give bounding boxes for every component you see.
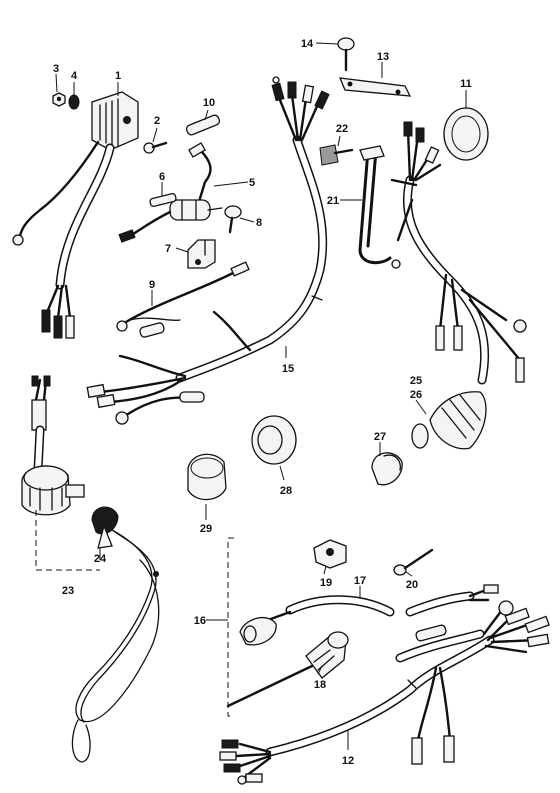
cap-part-11 <box>443 107 489 161</box>
bolt-part-22 <box>319 144 354 166</box>
bolt-part-2 <box>143 141 168 154</box>
part-2-label: 2 <box>154 115 160 127</box>
part-13-label: 13 <box>377 51 389 63</box>
part-12-label: 12 <box>342 755 354 767</box>
part-4-label: 4 <box>71 70 78 82</box>
stop-switch-part-23 <box>21 375 85 516</box>
leader-lines <box>55 42 467 750</box>
grommet-part-29 <box>187 453 227 501</box>
part-28-label: 28 <box>280 485 292 497</box>
harness-part-12 <box>219 600 550 785</box>
grommet-part-28 <box>251 415 297 465</box>
screw-part-8 <box>224 205 242 234</box>
fuse-holder-part <box>118 142 223 243</box>
part-26-label: 26 <box>410 389 422 401</box>
part-10-label: 10 <box>203 97 215 109</box>
part-3-label: 3 <box>53 63 59 75</box>
part-9-label: 9 <box>149 279 155 291</box>
connector-part-18 <box>226 631 349 708</box>
part-5-label: 5 <box>249 177 255 189</box>
part-23-label: 23 <box>62 585 74 597</box>
part-8-label: 8 <box>256 217 262 229</box>
part-15-label: 15 <box>282 363 294 375</box>
lanyard-part-24 <box>71 506 160 763</box>
clamp-part-7 <box>187 239 216 269</box>
part-19-label: 19 <box>320 577 332 589</box>
part-7-label: 7 <box>165 243 171 255</box>
kit-bracket-16 <box>227 537 234 717</box>
nut-part-3 <box>52 92 66 107</box>
part-27-label: 27 <box>374 431 386 443</box>
fuse-part-10 <box>185 114 221 136</box>
part-11-label: 11 <box>460 78 472 90</box>
part-20-label: 20 <box>406 579 418 591</box>
part-29-label: 29 <box>200 523 212 535</box>
part-14-label: 14 <box>301 38 314 50</box>
part-25-label: 25 <box>410 375 422 387</box>
screw-part-14 <box>337 37 355 72</box>
clip-part-19 <box>313 539 347 569</box>
fuse-part-6 <box>149 192 177 208</box>
washer-part-4 <box>68 94 80 110</box>
main-harness-part-15 <box>86 76 330 425</box>
cap-part-27 <box>371 452 403 486</box>
bracket-23 <box>35 510 100 571</box>
part-17-label: 17 <box>354 575 366 587</box>
part-18-label: 18 <box>314 679 326 691</box>
clamp-part-21 <box>358 145 392 265</box>
part-1-label: 1 <box>115 70 121 82</box>
wire-part-17 <box>239 584 499 646</box>
part-24-label: 24 <box>94 553 107 565</box>
part-22-label: 22 <box>336 123 348 135</box>
bracket-part-13 <box>338 77 412 97</box>
part-6-label: 6 <box>159 171 165 183</box>
bolt-part-20 <box>393 548 434 576</box>
part-21-label: 21 <box>327 195 339 207</box>
rectifier-part <box>12 91 139 339</box>
part-16-label: 16 <box>194 615 206 627</box>
part-labels: 1 2 3 4 5 6 7 8 9 10 11 12 13 14 15 16 1… <box>53 38 472 767</box>
lead-wire-part-9 <box>116 261 250 338</box>
engine-harness-right <box>390 121 527 450</box>
